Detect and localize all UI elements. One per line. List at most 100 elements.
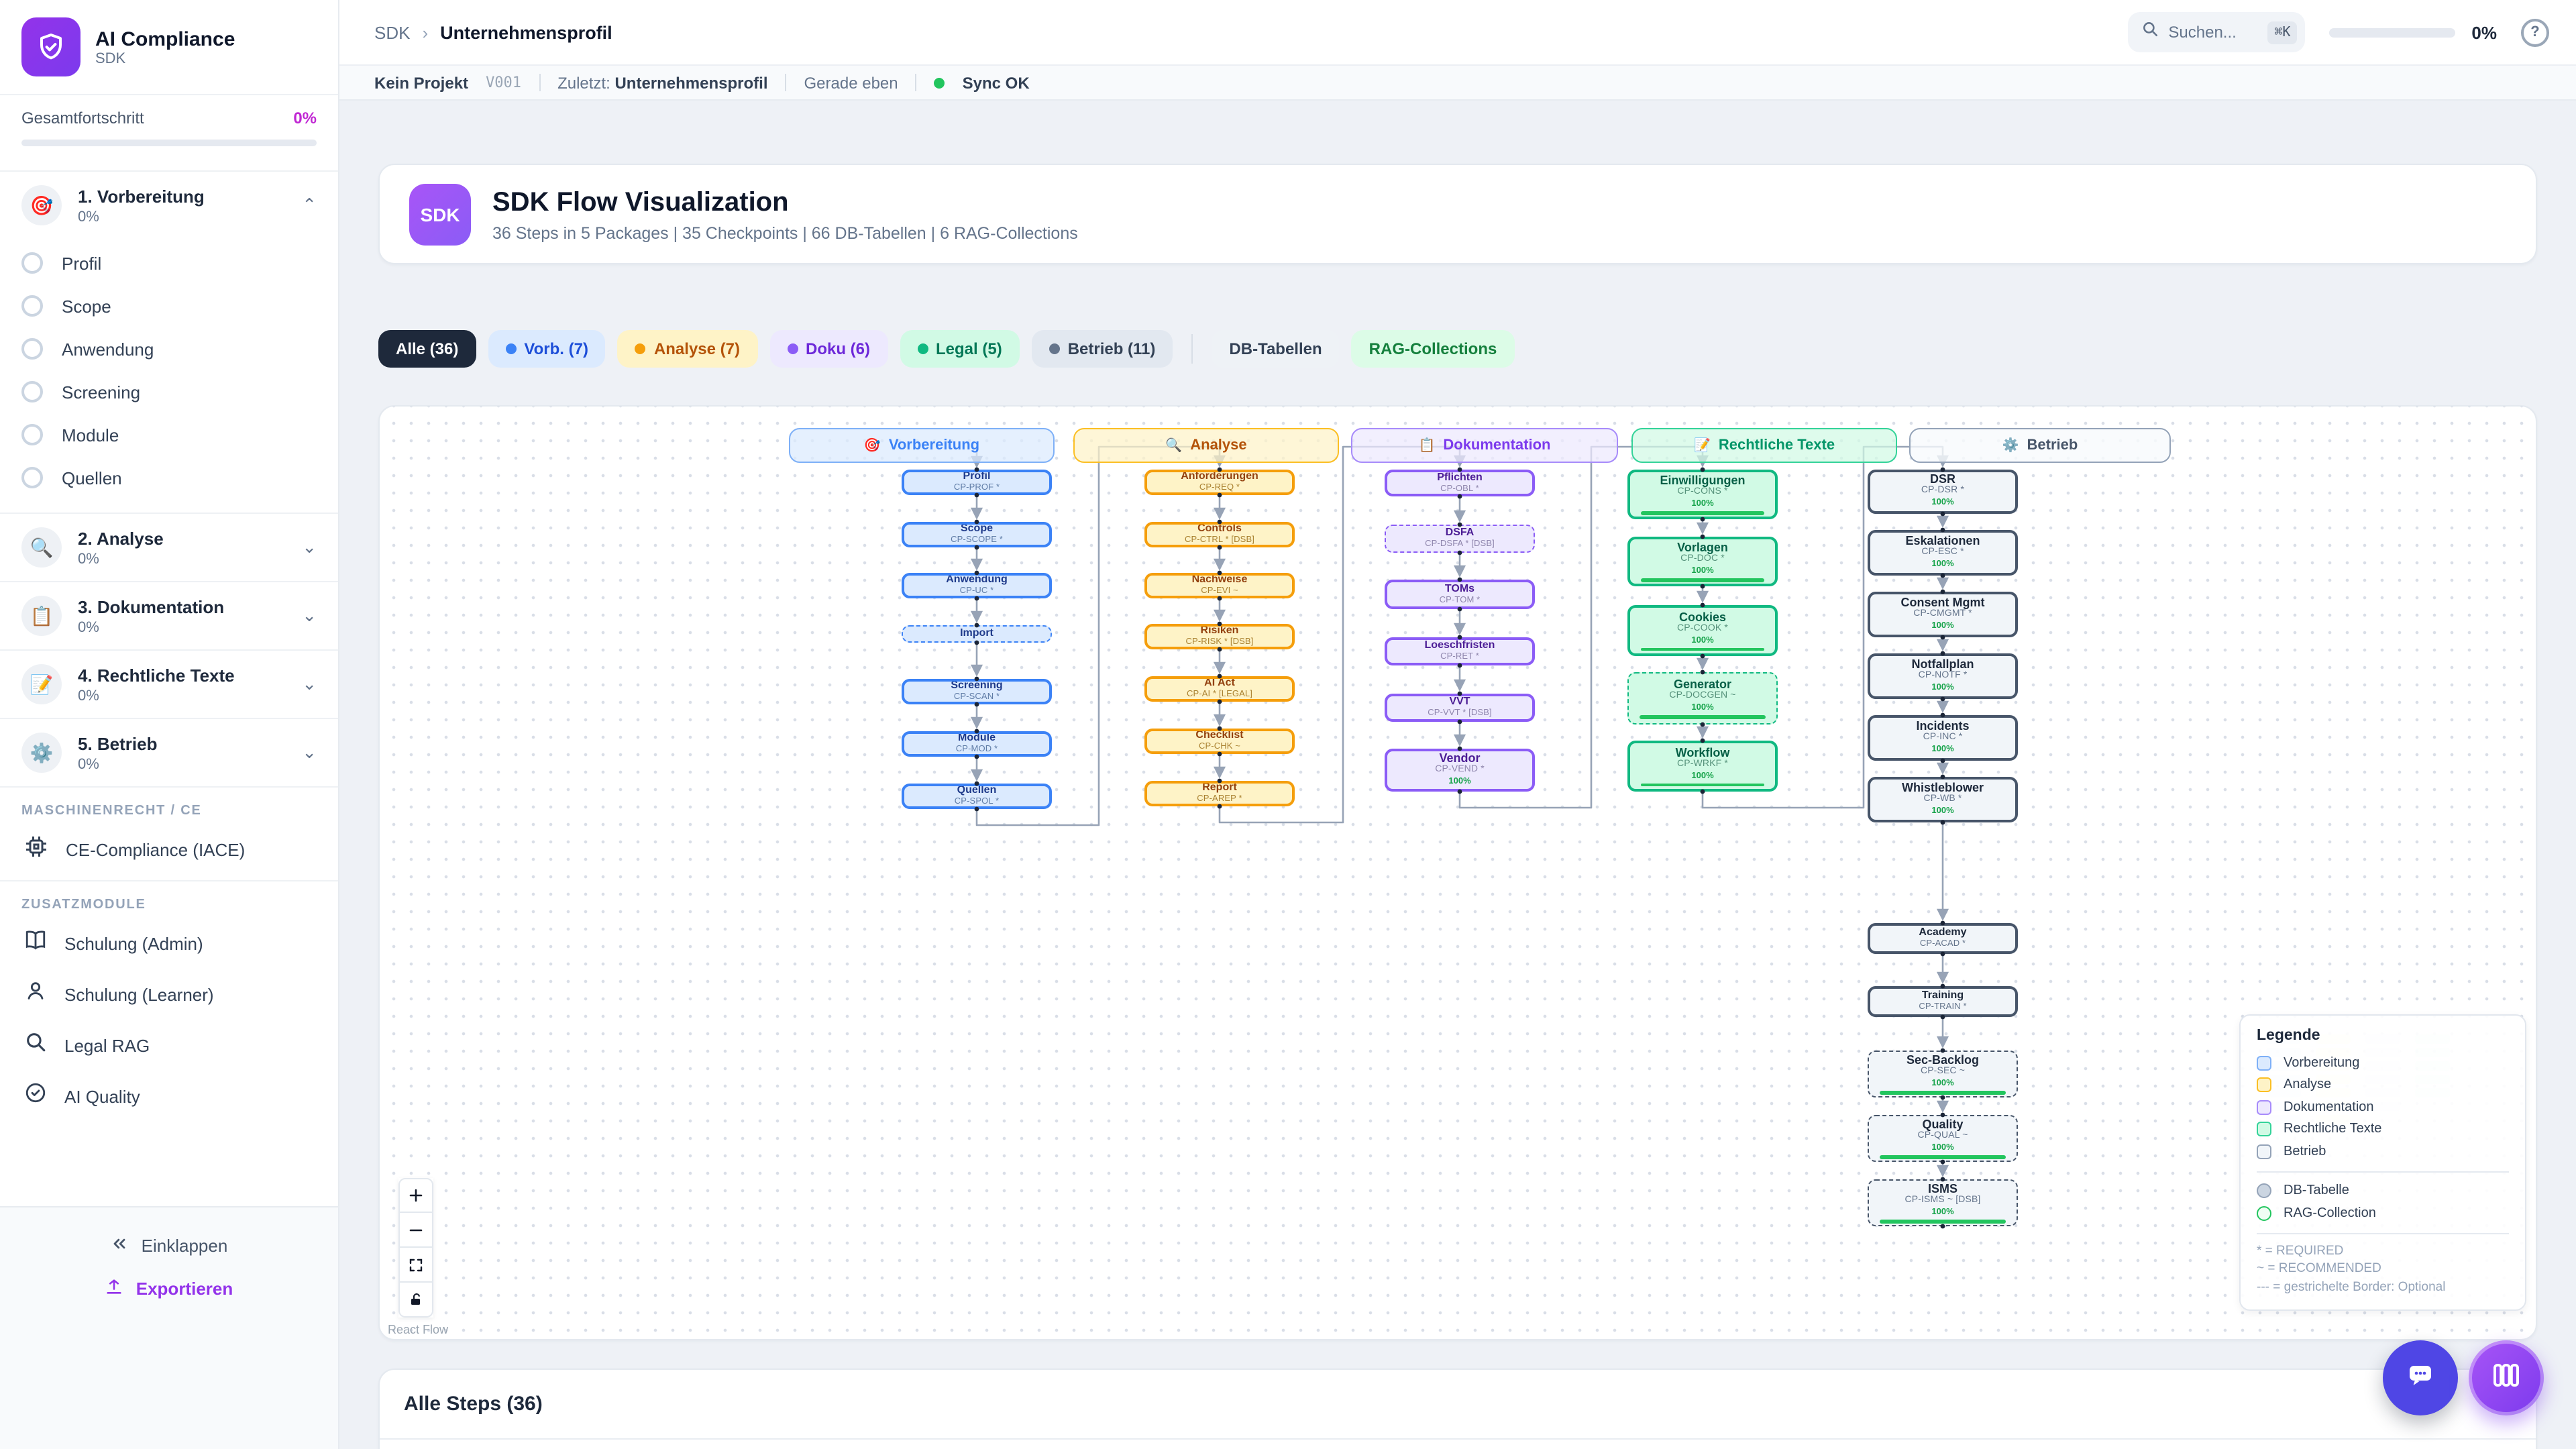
- zoom-in-button[interactable]: [398, 1178, 433, 1213]
- sidebar-item-anwendung[interactable]: Anwendung: [0, 327, 338, 370]
- sync-status-dot: [934, 77, 945, 88]
- chevron-down-icon[interactable]: ⌄: [302, 605, 317, 625]
- sidebar-item-ce-compliance[interactable]: CE-Compliance (IACE): [0, 824, 338, 881]
- sidebar-item-quellen[interactable]: Quellen: [0, 456, 338, 499]
- fit-view-button[interactable]: [398, 1248, 433, 1283]
- sidebar-item-screening[interactable]: Screening: [0, 370, 338, 413]
- chevron-down-icon[interactable]: ⌄: [302, 537, 317, 557]
- node-progress-value: 100%: [1931, 1079, 1954, 1089]
- filter-pill-db-tabellen[interactable]: DB-Tabellen: [1212, 330, 1340, 368]
- pill-label: Betrieb (11): [1067, 339, 1156, 358]
- sidebar-item-schulung-admin[interactable]: Schulung (Admin): [0, 918, 338, 969]
- help-icon[interactable]: ?: [2521, 18, 2549, 46]
- sidebar-item-ai-quality[interactable]: AI Quality: [0, 1071, 338, 1122]
- step-status-circle-icon: [21, 295, 43, 317]
- chevrons-left-icon: [111, 1234, 129, 1256]
- flow-node-import[interactable]: Import: [902, 625, 1052, 643]
- sidebar-item-profil[interactable]: Profil: [0, 241, 338, 284]
- filter-pill-doku-6[interactable]: Doku (6): [769, 330, 888, 368]
- legend-item-vorbereitung: Vorbereitung: [2257, 1052, 2509, 1074]
- node-title: Generator: [1673, 678, 1731, 692]
- filter-pill-betrieb-11[interactable]: Betrieb (11): [1031, 330, 1173, 368]
- sidebar-item-scope[interactable]: Scope: [0, 284, 338, 327]
- lock-button[interactable]: [398, 1283, 433, 1318]
- group-percent: 0%: [78, 756, 99, 772]
- filter-pill-vorb-7[interactable]: Vorb. (7): [488, 330, 606, 368]
- flow-package-header-betrieb[interactable]: ⚙️Betrieb: [1909, 428, 2171, 463]
- pill-dot: [635, 343, 646, 354]
- filter-pill-rag-collections[interactable]: RAG-Collections: [1351, 330, 1515, 368]
- filter-pill-analyse-7[interactable]: Analyse (7): [617, 330, 757, 368]
- node-title: DSR: [1929, 472, 1955, 486]
- flow-map-button[interactable]: [2469, 1340, 2544, 1415]
- zoom-out-button[interactable]: [398, 1213, 433, 1248]
- sidebar-header: AI Compliance SDK: [0, 0, 338, 95]
- chevron-up-icon[interactable]: ⌃: [302, 195, 317, 215]
- collapse-sidebar-button[interactable]: Einklappen: [0, 1224, 338, 1267]
- chevron-down-icon[interactable]: ⌄: [302, 742, 317, 762]
- filter-pill-alle-36[interactable]: Alle (36): [378, 330, 476, 368]
- pill-label: DB-Tabellen: [1229, 339, 1322, 358]
- chat-assistant-button[interactable]: [2383, 1340, 2458, 1415]
- flow-package-header-dokumentation[interactable]: 📋Dokumentation: [1351, 428, 1618, 463]
- search-input[interactable]: Suchen... ⌘K: [2128, 12, 2306, 52]
- sidebar-item-schulung-learner[interactable]: Schulung (Learner): [0, 969, 338, 1020]
- flow-package-header-vorbereitung[interactable]: 🎯Vorbereitung: [789, 428, 1055, 463]
- node-code: CP-UC *: [959, 586, 994, 596]
- breadcrumb-root[interactable]: SDK: [374, 22, 411, 42]
- pill-divider: [1191, 334, 1193, 364]
- flow-package-header-analyse[interactable]: 🔍Analyse: [1073, 428, 1339, 463]
- node-progress-bar: [1641, 578, 1764, 582]
- sidebar-item-legal-rag[interactable]: Legal RAG: [0, 1020, 338, 1071]
- node-progress-value: 100%: [1691, 703, 1714, 713]
- sidebar-item-module[interactable]: Module: [0, 413, 338, 456]
- node-code: CP-RISK * [DSB]: [1185, 637, 1254, 647]
- filter-pill-legal-5[interactable]: Legal (5): [900, 330, 1020, 368]
- export-button[interactable]: Exportieren: [0, 1267, 338, 1309]
- app-logo-shield-icon: [21, 17, 80, 76]
- chevron-down-icon[interactable]: ⌄: [302, 674, 317, 694]
- flow-package-header-rechtliche-texte[interactable]: 📝Rechtliche Texte: [1631, 428, 1897, 463]
